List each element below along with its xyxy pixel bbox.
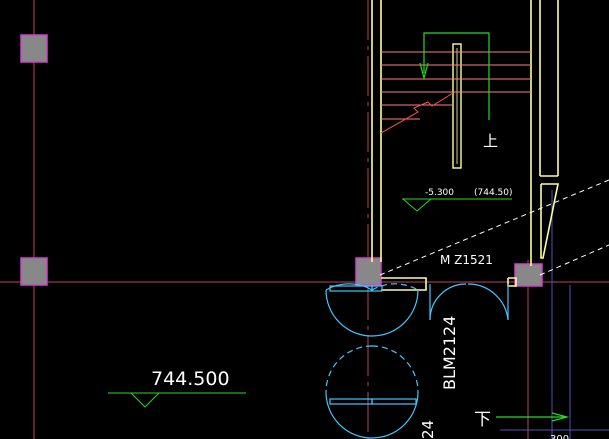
label-stair-down: 下 bbox=[474, 410, 491, 430]
door-swing-small-left bbox=[429, 283, 467, 321]
wall-bottom-right bbox=[507, 277, 517, 287]
label-door-blm: BLM2124 bbox=[440, 316, 459, 390]
door-swing-upper-right-b bbox=[371, 289, 419, 337]
door-swing-upper-right bbox=[371, 283, 419, 291]
columns bbox=[20, 34, 543, 287]
door-leaf-3 bbox=[329, 398, 373, 405]
level-mark-main bbox=[108, 392, 246, 408]
door-swing-lower-right-b bbox=[371, 391, 419, 439]
down-arrow bbox=[496, 412, 570, 422]
door-swing-lower-left bbox=[325, 345, 373, 393]
handrail-core bbox=[452, 43, 462, 169]
wall-bottom-left bbox=[381, 277, 427, 291]
dash-line-2 bbox=[539, 244, 609, 276]
level-main-triangle bbox=[130, 392, 160, 408]
column-c2 bbox=[514, 263, 543, 287]
level-small-triangle bbox=[402, 198, 432, 212]
label-dim-bottom: 300 bbox=[550, 434, 569, 439]
wall-right-slant bbox=[540, 183, 559, 259]
label-level-main: 744.500 bbox=[151, 368, 230, 390]
label-stair-up: 上 bbox=[483, 132, 498, 150]
stair-handrail bbox=[452, 43, 462, 169]
door-leaf-2 bbox=[371, 285, 383, 292]
dimension-lines bbox=[500, 190, 609, 439]
door-leaf-4 bbox=[371, 398, 417, 405]
level-mark-small bbox=[402, 198, 512, 212]
label-door-mz: M Z1521 bbox=[440, 253, 493, 267]
stair-treads bbox=[380, 51, 531, 134]
column-a2 bbox=[20, 257, 48, 286]
stair-arrowhead bbox=[419, 62, 429, 81]
down-arrowhead bbox=[551, 412, 570, 422]
door-swings bbox=[325, 283, 509, 439]
door-swing-small-right bbox=[467, 283, 509, 321]
stairwell-walls bbox=[371, 0, 559, 291]
door-swing-lower-left-b bbox=[325, 391, 373, 439]
stair-up-arrow bbox=[419, 32, 490, 120]
label-level-small-alt: (744.50) bbox=[474, 188, 513, 198]
stair-arrow-path bbox=[423, 32, 490, 120]
column-a1 bbox=[20, 34, 48, 63]
door-swing-upper-left-b bbox=[325, 289, 373, 337]
label-level-small: -5.300 bbox=[425, 188, 454, 198]
stair-break-line bbox=[380, 92, 454, 134]
door-swing-lower-right bbox=[371, 345, 419, 393]
column-b2 bbox=[355, 257, 382, 286]
dashed-section-lines bbox=[379, 179, 609, 276]
label-door-blm-cut: 24 bbox=[419, 420, 437, 439]
